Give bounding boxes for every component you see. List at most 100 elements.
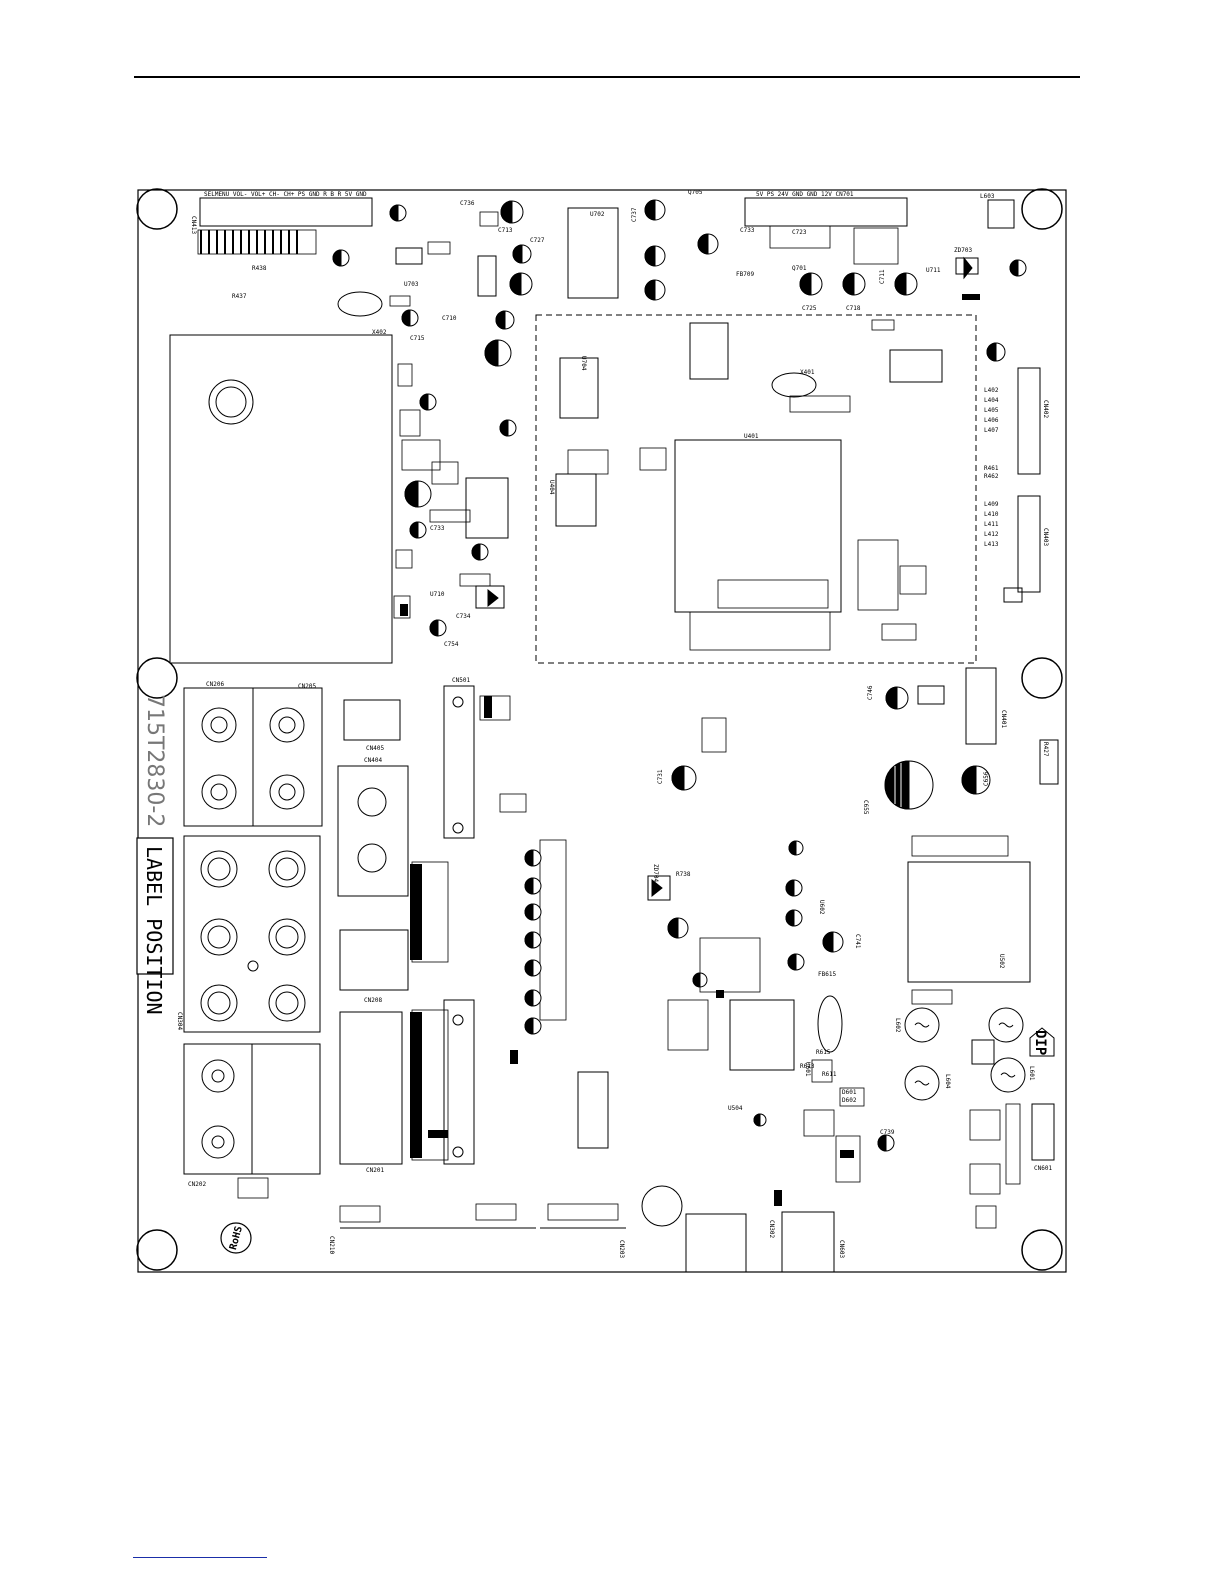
connector-label: CN401 [1000,710,1007,728]
cap-label: C746 [867,685,874,700]
ic-u702 [567,207,619,299]
part-label: R611 [822,1071,837,1078]
ic-u502 [907,861,1031,983]
cap-label: C754 [444,641,459,648]
part-label: R461 [984,465,999,472]
mounting-hole [136,188,178,230]
connector-label: CN203 [618,1240,625,1258]
connector-cn603 [781,1211,835,1273]
cap-label: C656 [983,771,990,786]
heatsink-area [169,334,393,664]
part-label: ZD704 [652,864,659,882]
rohs-badge: RoHS [220,1222,252,1254]
main-ic-region [535,314,977,664]
connector-label: CN404 [364,757,382,764]
cap-label: C710 [442,315,457,322]
keypad-connector [199,197,373,227]
inductor-l601 [988,1007,1024,1043]
label-position-box [136,837,174,975]
ic-label: U401 [744,433,759,440]
part-label: L603 [980,193,995,200]
battery-holder [641,1185,683,1227]
cap-label: C725 [802,305,817,312]
header-rule [134,76,1080,78]
mounting-hole [1021,188,1063,230]
connector-label: CN413 [190,216,197,234]
ic-label: U703 [404,281,419,288]
inductor-l602 [904,1007,940,1043]
part-label: L407 [984,427,999,434]
cap-label: C723 [792,229,807,236]
mounting-hole [136,657,178,699]
part-label: R462 [984,473,999,480]
cap-label: C737 [631,207,638,222]
ic-u407 [689,322,729,380]
ic-label: U601 [804,1062,811,1077]
part-label: D601 [842,1089,857,1096]
ic-u601 [729,999,795,1071]
ic-label: X401 [800,369,815,376]
part-label: L602 [894,1018,901,1033]
capacitor-c711 [894,272,918,296]
mounting-hole [136,1229,178,1271]
board-outline [137,189,1067,1273]
footer-rule [133,1557,267,1558]
part-label: R615 [816,1049,831,1056]
mounting-hole [1021,657,1063,699]
connector-cn401 [965,667,997,745]
crystal-x601 [817,995,843,1053]
cap-label: C711 [879,269,886,284]
part-label: L412 [984,531,999,538]
capacitor-c725 [799,272,823,296]
connector-label: CN403 [1042,528,1049,546]
part-label: L601 [1028,1066,1035,1081]
cap-label: C741 [854,934,861,949]
connector-cn404 [337,765,409,897]
ic-u704 [559,357,599,419]
part-number-label: 715T2830-2 [142,694,167,827]
part-label: L410 [984,511,999,518]
part-label: L404 [984,397,999,404]
connector-cn405 [343,699,401,741]
connector-label: CN601 [1034,1165,1052,1172]
crystal-x402 [337,291,383,317]
part-label: R437 [232,293,247,300]
part-label: L413 [984,541,999,548]
ic-label: U711 [926,267,941,274]
cap-label: C733 [740,227,755,234]
capacitor-c718 [842,272,866,296]
part-label: L604 [944,1074,951,1089]
dip-label: DIP [1032,1030,1048,1055]
ic-label: U704 [580,356,587,371]
connector-label: CN205 [298,683,316,690]
ic-label: U710 [430,591,445,598]
crystal-x401 [771,372,817,398]
main-ic-outline [674,439,842,613]
connector-label: CN402 [1042,400,1049,418]
connector-label: CN603 [838,1240,845,1258]
part-label: ZD703 [954,247,972,254]
connector-label: CN501 [452,677,470,684]
ic-u701 [465,477,509,539]
cap-label: C727 [530,237,545,244]
cap-label: C733 [430,525,445,532]
cap-label: C713 [498,227,513,234]
part-label: L405 [984,407,999,414]
connector-cn402 [1017,367,1041,475]
keypad-pin-legend: SELMENU VOL- VOL+ CH- CH+ PS GND R B R 5… [204,191,367,198]
connector-label: CN208 [364,997,382,1004]
part-label: L402 [984,387,999,394]
connector-label: CN304 [176,1012,183,1030]
ic-label: U502 [998,954,1005,969]
part-label: L406 [984,417,999,424]
mounting-hole [1021,1229,1063,1271]
power-pin-legend: 5V PS 24V GND GND 12V CN701 [756,191,854,198]
part-label: R427 [1042,742,1049,757]
capacitor-c655 [884,760,934,810]
ic-u404 [555,473,597,527]
part-label: R613 [800,1063,815,1070]
part-label: Q701 [792,265,807,272]
part-label: R438 [252,265,267,272]
connector-label: CN302 [768,1220,775,1238]
capacitor-c709 [500,200,524,224]
